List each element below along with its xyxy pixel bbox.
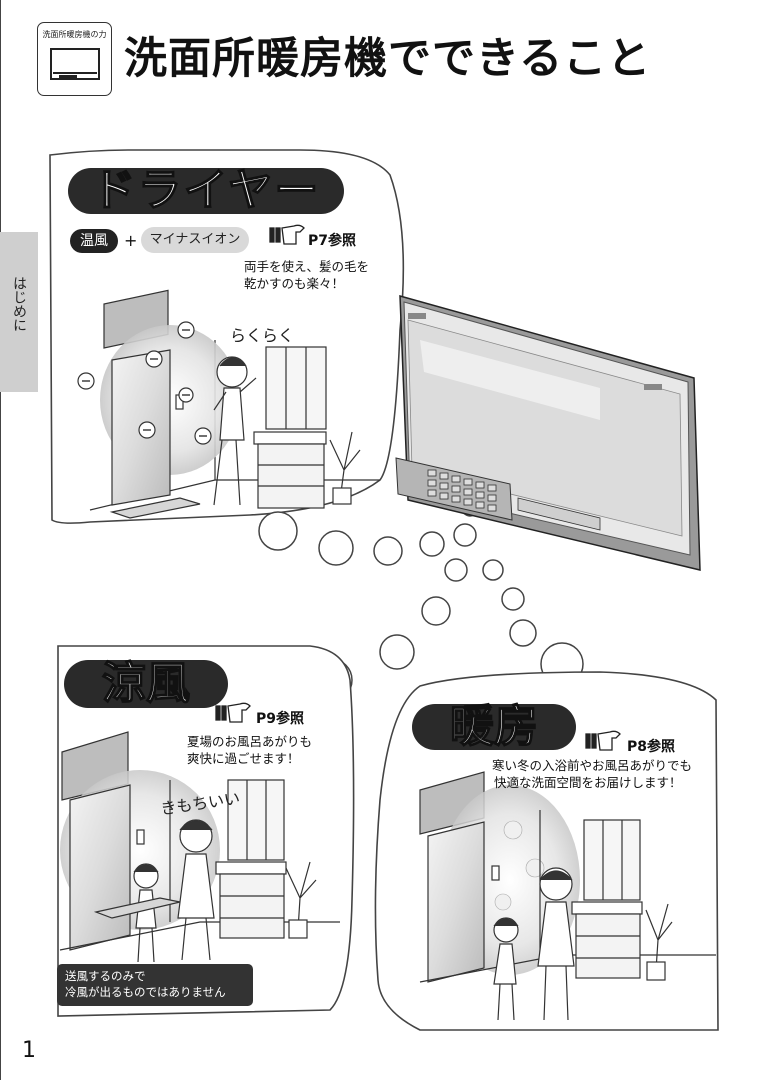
heat-desc-line2: 快適な洗面空間をお届けします！ [494, 775, 682, 790]
cool-page-ref: P9参照 [256, 711, 305, 727]
dryer-sound-effect: らくらく [230, 326, 295, 345]
cool-desc-line2: 爽快に過ごせます！ [187, 751, 300, 766]
plus-sign: + [124, 231, 138, 250]
minus-ion-badge: マイナスイオン [141, 227, 249, 253]
dryer-page-ref: P7参照 [308, 233, 357, 249]
page-title: 洗面所暖房機でできること [124, 34, 652, 84]
dryer-scene [77, 289, 380, 519]
page-number: 1 [22, 1038, 36, 1063]
cool-note-box: 送風するのみで 冷風が出るものではありません [57, 964, 253, 1006]
heater-device-illustration [395, 295, 701, 571]
header-icon-box: 洗面所暖房機の力 [37, 22, 112, 96]
dryer-desc-line2: 乾かすのも楽々！ [244, 276, 345, 291]
dryer-desc-line1: 両手を使え、髪の毛を [244, 259, 370, 274]
cool-desc-line1: 夏場のお風呂あがりも [187, 734, 313, 749]
dryer-title: ドライヤー [91, 164, 321, 216]
wall-heater-icon [50, 48, 100, 80]
cool-scene [59, 731, 340, 963]
cool-note-line2: 冷風が出るものではありません [65, 985, 226, 999]
cool-title: 涼風 [101, 657, 190, 709]
heat-page-ref: P8参照 [627, 739, 676, 755]
header-small-label: 洗面所暖房機の力 [42, 30, 107, 39]
warm-air-badge: 温風 [70, 229, 118, 253]
title-pills [64, 168, 576, 750]
side-tab-label: はじめに [11, 276, 27, 332]
cool-note-line1: 送風するのみで [65, 969, 146, 983]
heat-desc-line1: 寒い冬の入浴前やお風呂あがりでも [492, 758, 693, 773]
pointing-hand-icons [215, 224, 621, 751]
heat-scene [419, 771, 716, 1021]
section-side-tab[interactable]: はじめに [0, 232, 38, 392]
heat-title: 暖房 [449, 700, 538, 752]
